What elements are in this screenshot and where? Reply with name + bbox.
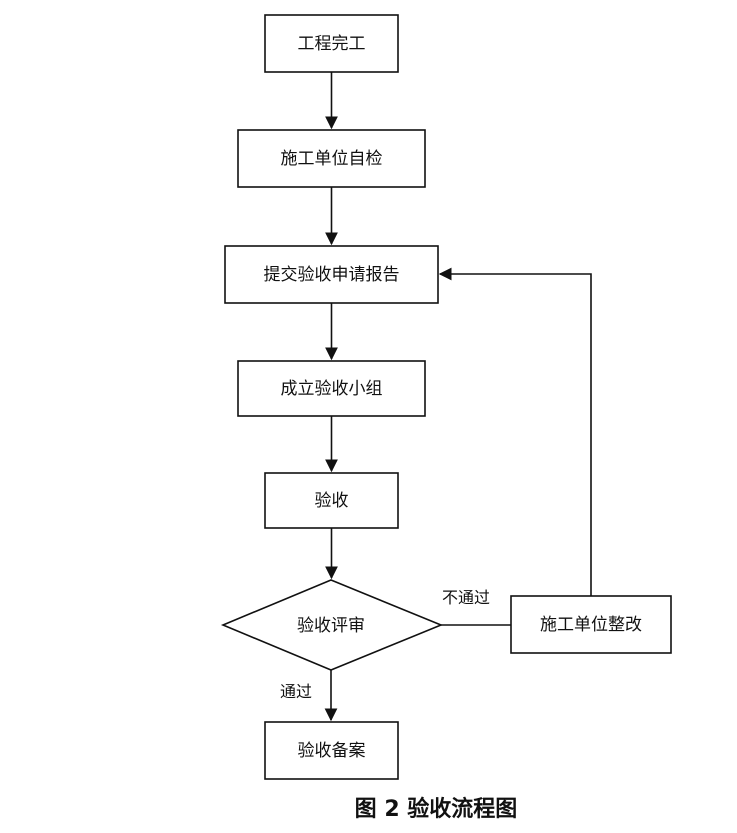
- node-inspection-filing: 验收备案: [264, 721, 399, 780]
- node-contractor-rectification-label: 施工单位整改: [540, 615, 642, 635]
- node-inspection-filing-label: 验收备案: [298, 741, 366, 761]
- edge-label-pass: 通过: [280, 682, 312, 701]
- node-form-inspection-team: 成立验收小组: [237, 360, 426, 417]
- node-project-complete: 工程完工: [264, 14, 399, 73]
- node-submit-application-report-label: 提交验收申请报告: [264, 265, 400, 285]
- decision-inspection-review: 验收评审: [220, 579, 444, 671]
- node-contractor-rectification: 施工单位整改: [510, 595, 672, 654]
- node-inspection: 验收: [264, 472, 399, 529]
- node-inspection-label: 验收: [315, 491, 349, 511]
- decision-inspection-review-label: 验收评审: [297, 616, 365, 636]
- node-contractor-self-check: 施工单位自检: [237, 129, 426, 188]
- node-form-inspection-team-label: 成立验收小组: [281, 379, 383, 399]
- edge-label-fail: 不通过: [442, 588, 490, 607]
- arrow-rectification-to-submit: [438, 267, 592, 596]
- node-submit-application-report: 提交验收申请报告: [224, 245, 439, 304]
- node-contractor-self-check-label: 施工单位自检: [281, 149, 383, 169]
- node-project-complete-label: 工程完工: [298, 34, 366, 54]
- figure-caption: 图 2 验收流程图: [355, 796, 518, 822]
